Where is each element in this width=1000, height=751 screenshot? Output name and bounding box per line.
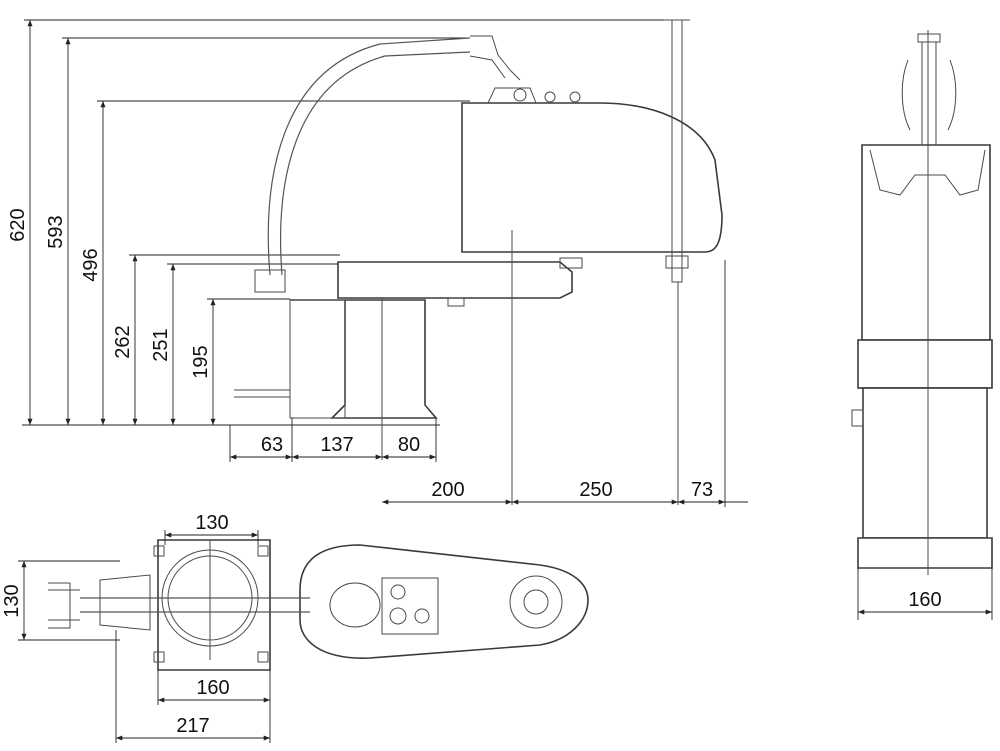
dim-217: 217 xyxy=(176,715,209,737)
dim-593: 593 xyxy=(45,215,67,248)
top-base-plate xyxy=(157,539,271,671)
dim-195: 195 xyxy=(190,345,212,378)
dim-200: 200 xyxy=(431,479,464,501)
arm-link-1 xyxy=(337,261,573,299)
dim-262: 262 xyxy=(112,325,134,358)
dim-130-left: 130 xyxy=(1,584,23,617)
dim-80: 80 xyxy=(398,434,420,456)
reach-dimension-lines xyxy=(382,260,748,507)
robot-side-body xyxy=(234,19,723,505)
front-view: 160 xyxy=(851,30,993,620)
top-cable-hose xyxy=(80,597,310,613)
arm-link-2 xyxy=(461,102,723,253)
dim-160-front: 160 xyxy=(908,589,941,611)
robot-base xyxy=(290,299,438,419)
dim-496: 496 xyxy=(80,248,102,281)
cable-hose xyxy=(267,37,471,276)
side-vertical-dimension-lines xyxy=(22,19,680,426)
dim-63: 63 xyxy=(261,434,283,456)
dim-250: 250 xyxy=(579,479,612,501)
dim-620: 620 xyxy=(7,208,29,241)
front-base xyxy=(862,387,988,539)
base-dimension-lines xyxy=(229,418,437,462)
dim-137: 137 xyxy=(320,434,353,456)
top-view: 130 130 160 217 xyxy=(1,512,589,743)
dim-160-top: 160 xyxy=(196,677,229,699)
top-dimension-lines xyxy=(18,530,271,743)
dim-130-top: 130 xyxy=(195,512,228,534)
side-view: 620 593 496 262 251 195 xyxy=(7,19,748,507)
top-arm-outline xyxy=(299,544,589,659)
front-width-dimension xyxy=(857,568,993,620)
dim-73: 73 xyxy=(691,479,713,501)
front-arm-body xyxy=(861,144,991,341)
dim-251: 251 xyxy=(150,328,172,361)
